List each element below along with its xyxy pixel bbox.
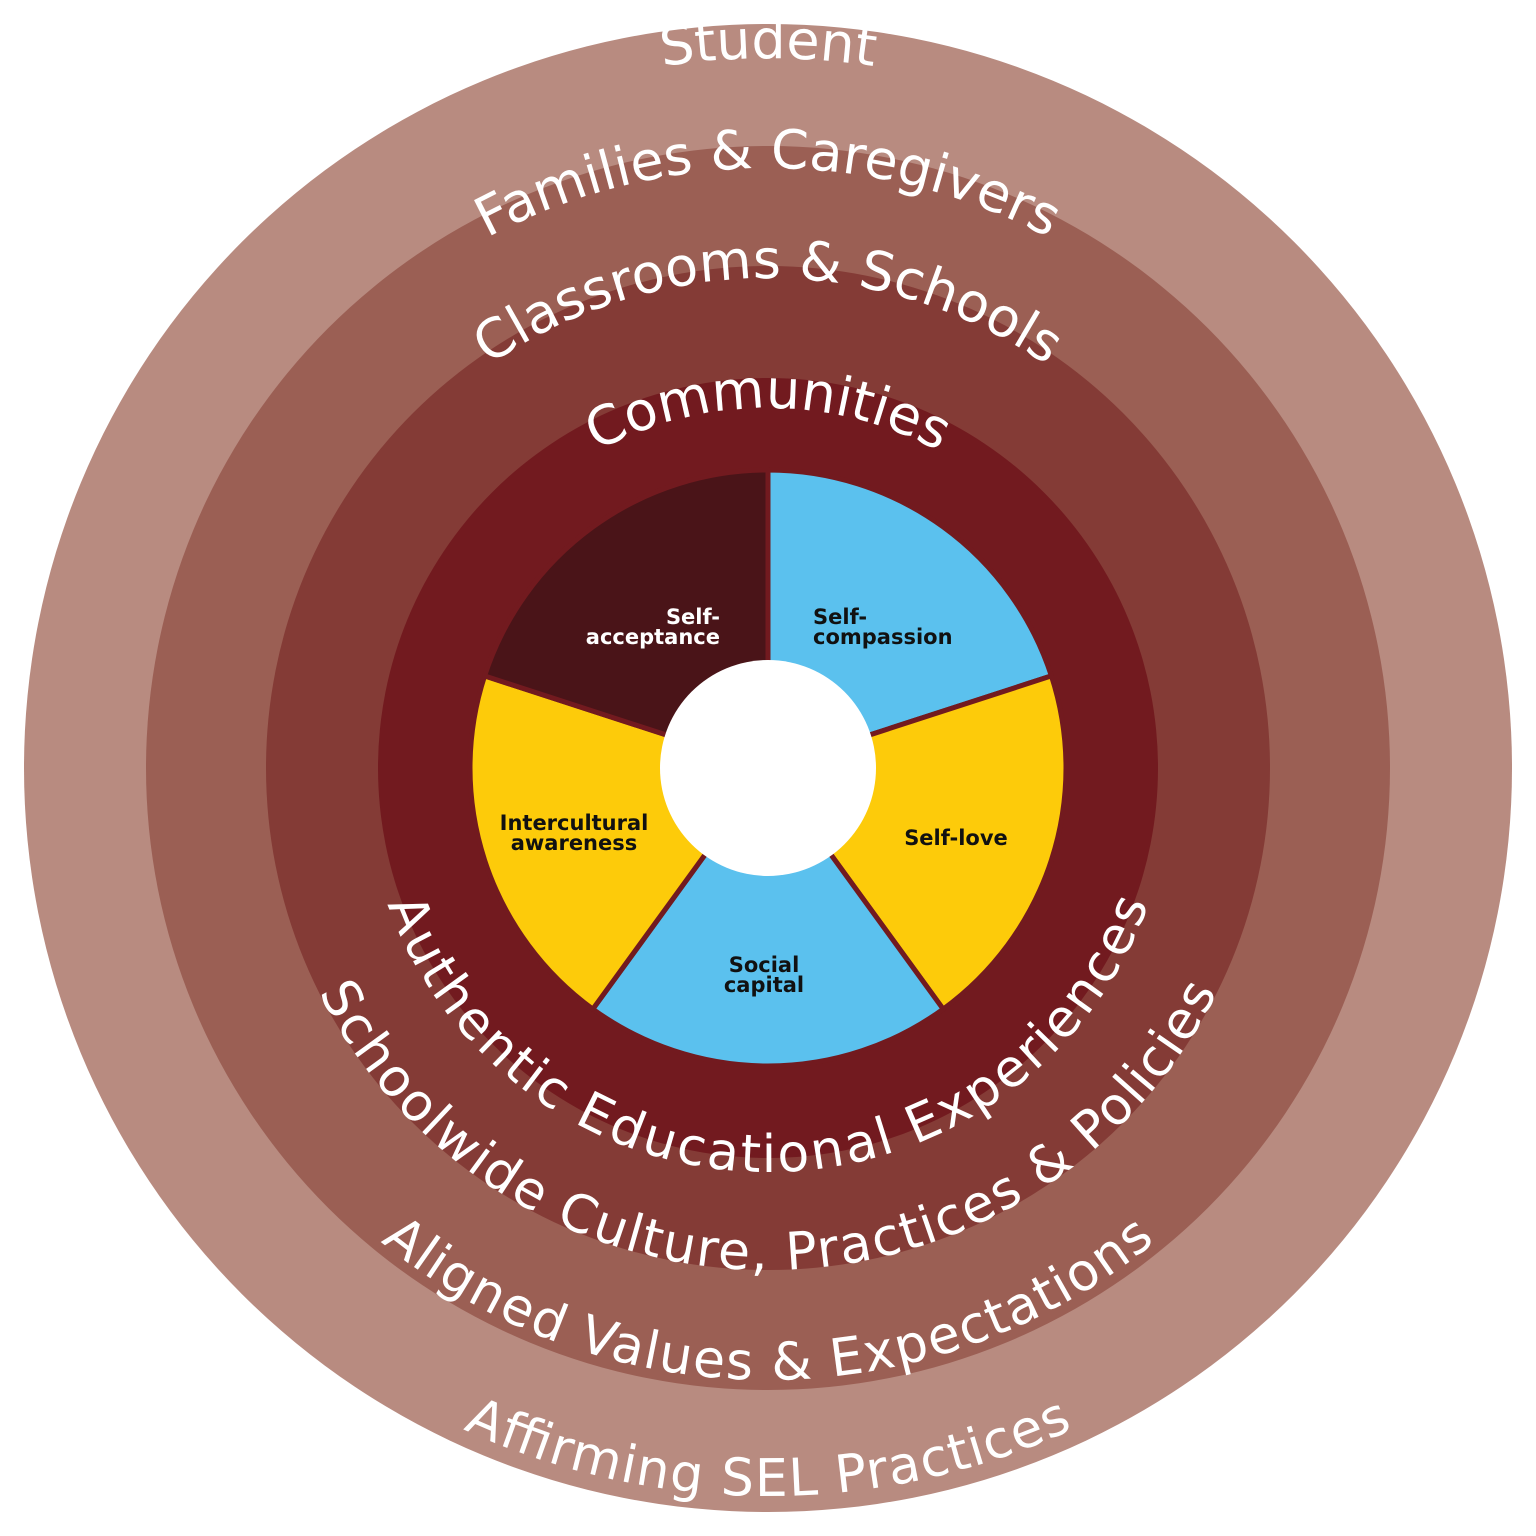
segment-label-line: Self- bbox=[813, 605, 867, 629]
segment-label-line: capital bbox=[724, 973, 804, 997]
segment-label-self-acceptance: Self-acceptance bbox=[586, 605, 720, 649]
segment-label-line: Self-love bbox=[904, 826, 1008, 850]
segment-label-line: compassion bbox=[813, 625, 953, 649]
segment-label-line: Intercultural bbox=[500, 811, 649, 835]
center-circle bbox=[660, 660, 876, 876]
segment-social-capital bbox=[590, 765, 946, 1069]
ring-label-student: Student bbox=[656, 8, 881, 79]
segment-label-line: acceptance bbox=[586, 625, 720, 649]
segment-label-self-compassion: Self-compassion bbox=[813, 605, 953, 649]
segment-label-line: Social bbox=[729, 953, 800, 977]
segment-label-self-love: Self-love bbox=[904, 826, 1008, 850]
segment-label-line: Self- bbox=[666, 605, 720, 629]
segment-label-line: awareness bbox=[511, 831, 638, 855]
